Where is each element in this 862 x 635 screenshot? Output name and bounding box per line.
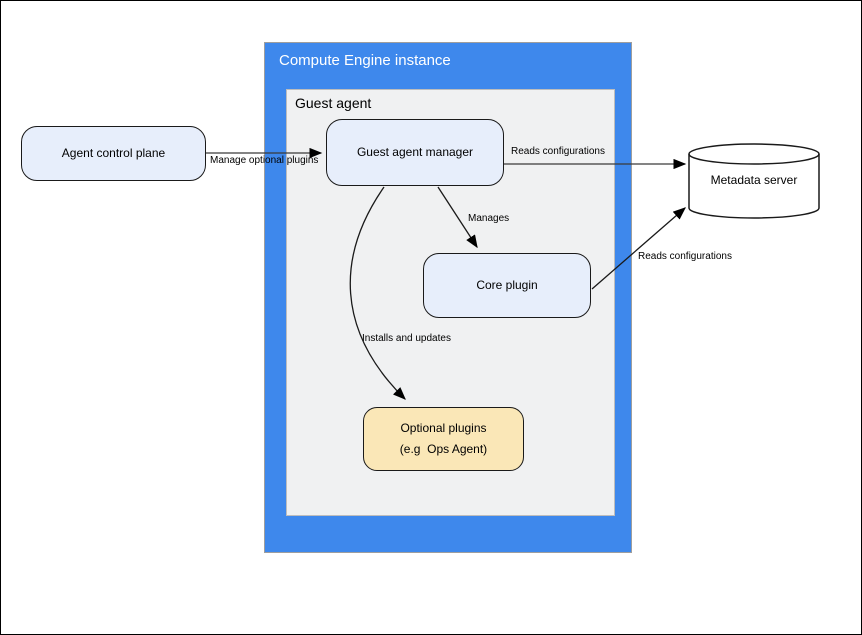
node-agent-control-plane-label: Agent control plane bbox=[61, 146, 166, 160]
node-guest-agent-manager-label: Guest agent manager bbox=[356, 145, 474, 159]
edge-label-installs-and-updates: Installs and updates bbox=[362, 333, 451, 344]
node-agent-control-plane: Agent control plane bbox=[21, 126, 206, 181]
edge-label-manages: Manages bbox=[468, 213, 510, 224]
guest-agent-title: Guest agent bbox=[295, 95, 372, 111]
node-optional-plugins-label-line1: Optional plugins bbox=[400, 421, 487, 435]
edge-label-reads-configurations-manager: Reads configurations bbox=[511, 146, 605, 157]
node-metadata-server: Metadata server bbox=[689, 151, 819, 209]
edge-label-manage-optional-plugins: Manage optional plugins bbox=[210, 155, 319, 166]
node-core-plugin-label: Core plugin bbox=[476, 278, 538, 292]
node-guest-agent-manager: Guest agent manager bbox=[326, 119, 504, 186]
node-optional-plugins: Optional plugins (e.g Ops Agent) bbox=[363, 407, 524, 471]
node-core-plugin: Core plugin bbox=[423, 253, 591, 318]
node-optional-plugins-label-line2: (e.g Ops Agent) bbox=[399, 442, 488, 456]
edge-label-reads-configurations-core: Reads configurations bbox=[638, 251, 732, 262]
compute-engine-instance-title: Compute Engine instance bbox=[279, 52, 451, 69]
node-metadata-server-label: Metadata server bbox=[710, 173, 798, 187]
